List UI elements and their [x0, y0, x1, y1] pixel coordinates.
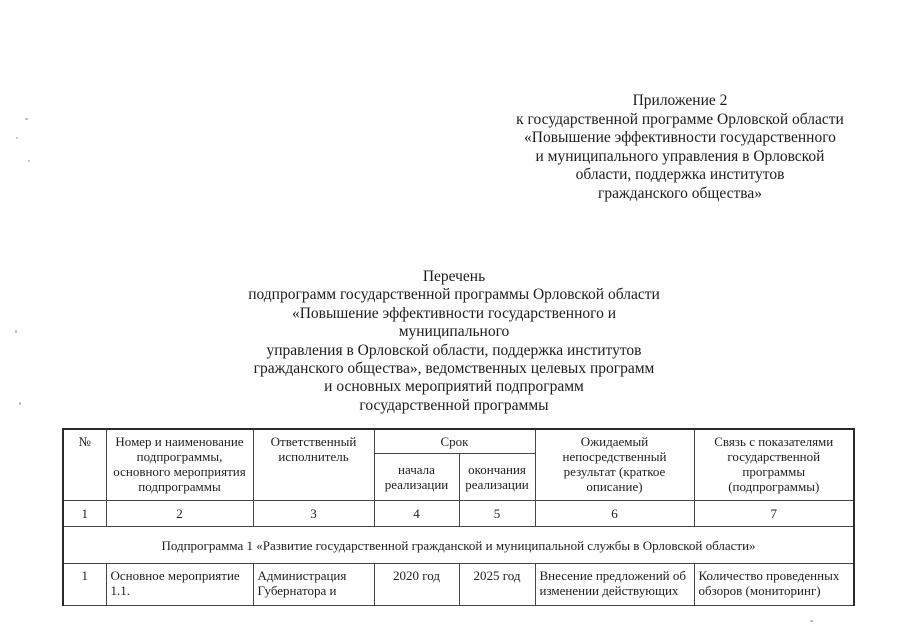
- appendix-line: Приложение 2: [632, 92, 728, 109]
- title-line: управления в Орловской области, поддержк…: [266, 341, 642, 359]
- appendix-line: к государственной программе Орловской об…: [516, 110, 844, 128]
- scan-speck: [15, 330, 17, 333]
- subprogram-section-row: Подпрограмма 1 «Развитие государственной…: [62, 526, 855, 564]
- cell-result: Внесение предложений об изменении действ…: [534, 563, 695, 606]
- table-row: 1 Основное мероприятие 1.1. Администраци…: [62, 563, 855, 606]
- column-number: 4: [373, 500, 460, 527]
- appendix-line: и муниципального управления в Орловской: [535, 147, 825, 165]
- title-line: Перечень: [422, 268, 486, 285]
- cell-executor: Администрация Губернатора и: [252, 563, 375, 606]
- title-line: государственной программы: [359, 396, 549, 414]
- column-number: 7: [693, 500, 855, 527]
- subprogram-title: Подпрограмма 1 «Развитие государственной…: [62, 526, 855, 564]
- cell-term-start: 2020 год: [373, 563, 460, 606]
- title-line: и основных мероприятий подпрограмм: [324, 378, 584, 396]
- appendix-line: области, поддержка институтов: [575, 166, 785, 183]
- table-header-row: № Номер и наименование подпрограммы, осн…: [62, 428, 855, 501]
- cell-link: Количество проведенных обзоров (монитори…: [693, 563, 855, 606]
- header-cell-link: Связь с показателями государственной про…: [693, 428, 855, 501]
- header-cell-executor: Ответственный исполнитель: [252, 428, 375, 501]
- scan-speck: [19, 402, 21, 405]
- header-cell-name: Номер и наименование подпрограммы, основ…: [105, 428, 254, 501]
- scan-speck: [28, 160, 30, 162]
- scan-speck: [810, 620, 813, 622]
- column-number: 5: [458, 500, 536, 527]
- column-number: 3: [252, 500, 375, 527]
- title-line: гражданского общества», ведомственных це…: [253, 360, 655, 378]
- appendix-line: гражданского общества»: [598, 184, 762, 202]
- title-line: подпрограмм государственной программы Ор…: [248, 286, 660, 304]
- scan-speck: [16, 137, 18, 139]
- programs-table: № Номер и наименование подпрограммы, осн…: [62, 428, 855, 606]
- header-cell-num: №: [62, 428, 107, 501]
- header-cell-term-end: окончания реализации: [458, 453, 536, 501]
- appendix-block: Приложение 2 к государственной программе…: [515, 92, 845, 203]
- cell-name: Основное мероприятие 1.1.: [105, 563, 254, 606]
- header-cell-term: Срок: [373, 428, 536, 454]
- cell-num: 1: [62, 563, 107, 606]
- title-line: «Повышение эффективности государственног…: [291, 304, 617, 341]
- column-number-row: 1 2 3 4 5 6 7: [62, 500, 855, 527]
- appendix-line: «Повышение эффективности государственног…: [524, 129, 836, 146]
- header-cell-term-start: начала реализации: [373, 453, 460, 501]
- document-title: Перечень подпрограмм государственной про…: [248, 268, 660, 415]
- cell-term-end: 2025 год: [458, 563, 536, 606]
- header-cell-result: Ожидаемый непосредственный результат (кр…: [534, 428, 695, 501]
- column-number: 1: [62, 500, 107, 527]
- scan-speck: [25, 118, 28, 120]
- table-subheader-row: начала реализации окончания реализации: [63, 453, 854, 501]
- column-number: 2: [105, 500, 254, 527]
- column-number: 6: [534, 500, 695, 527]
